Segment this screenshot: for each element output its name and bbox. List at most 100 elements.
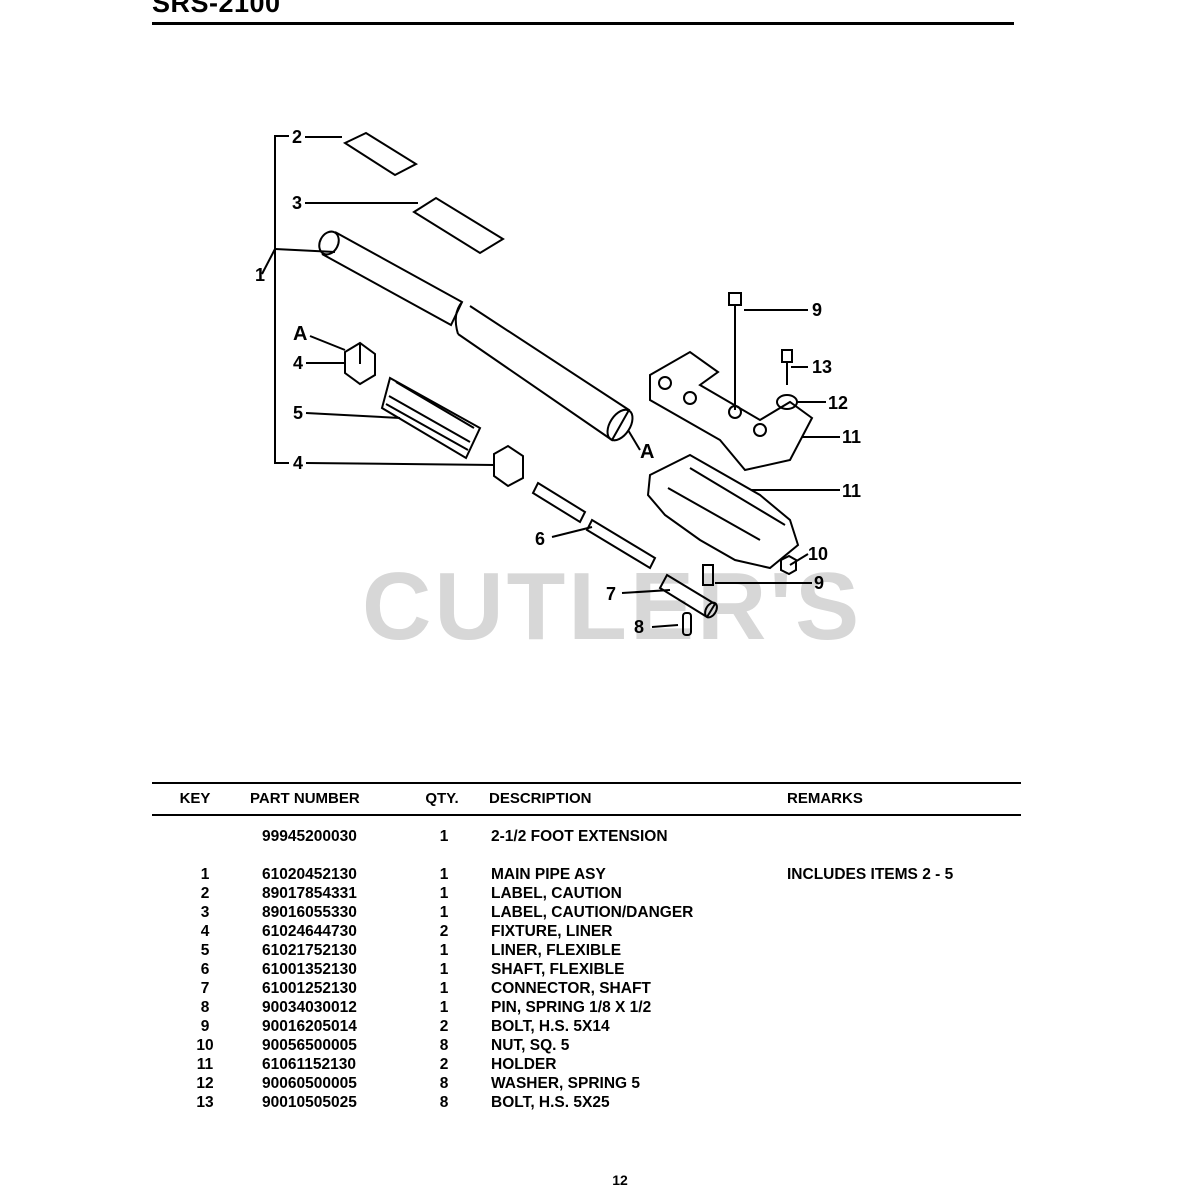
callout-4-top: 4: [293, 353, 303, 373]
part-qty: 1: [439, 904, 449, 921]
part-description: NUT, SQ. 5: [491, 1037, 570, 1054]
part-key: 2: [200, 885, 210, 902]
callout-13: 13: [812, 357, 832, 377]
part-key: 3: [200, 904, 210, 921]
callout-1: 1: [255, 265, 265, 285]
part-number: 90060500005: [262, 1075, 357, 1092]
part-key: 5: [200, 942, 210, 959]
watermark: CUTLER'S: [362, 553, 863, 660]
part-description: LINER, FLEXIBLE: [491, 942, 622, 959]
part-description: LABEL, CAUTION/DANGER: [491, 904, 694, 921]
callout-9-bottom: 9: [814, 573, 824, 593]
assembly-part-number: 99945200030: [262, 828, 357, 845]
callout-8: 8: [634, 617, 644, 637]
main-pipe-lower: [457, 305, 631, 442]
main-pipe-upper: [321, 231, 464, 327]
flexible-shaft-upper: [531, 481, 587, 524]
callout-10: 10: [808, 544, 828, 564]
part-qty: 1: [439, 980, 449, 997]
part-key: 6: [200, 961, 210, 978]
part-qty: 1: [439, 961, 449, 978]
part-key: 10: [196, 1037, 214, 1054]
part-qty: 1: [439, 866, 449, 883]
col-desc-header: DESCRIPTION: [489, 790, 592, 807]
part-number: 61024644730: [262, 923, 357, 940]
fixture-liner-bottom: [493, 444, 524, 488]
part-key: 4: [200, 923, 210, 940]
bolt-13-head: [781, 349, 793, 363]
callout-7: 7: [606, 584, 616, 604]
part-description: MAIN PIPE ASY: [491, 866, 606, 883]
assembly-qty: 1: [439, 828, 449, 845]
liner-flexible: [380, 376, 482, 460]
model-title: SRS-2100: [152, 0, 281, 18]
spring-washer: [776, 394, 798, 410]
callout-A-top: A: [293, 323, 307, 345]
bracket-tick-1: [261, 248, 276, 275]
part-key: 9: [200, 1018, 210, 1035]
part-key: 1: [200, 866, 210, 883]
part-number: 89017854331: [262, 885, 357, 902]
part-qty: 1: [439, 942, 449, 959]
part-qty: 2: [439, 1018, 449, 1035]
part-number: 90016205014: [262, 1018, 357, 1035]
exploded-parts-diagram: 2 3 1 A 4 5 4 A 6 7 8 9 13 12 11 11 10 9: [255, 127, 861, 637]
part-qty: 8: [439, 1094, 449, 1111]
callout-A-pipe: A: [640, 441, 654, 463]
shaft-connector: [658, 573, 717, 619]
part-number: 90056500005: [262, 1037, 357, 1054]
part-key: 11: [196, 1056, 214, 1073]
bolt-9-head: [728, 292, 742, 306]
part-description: LABEL, CAUTION: [491, 885, 622, 902]
callout-12: 12: [828, 393, 848, 413]
part-number: 90034030012: [262, 999, 357, 1016]
part-number: 61021752130: [262, 942, 357, 959]
col-part-header: PART NUMBER: [250, 790, 360, 807]
part-number: 89016055330: [262, 904, 357, 921]
part-description: SHAFT, FLEXIBLE: [491, 961, 625, 978]
part-key: 13: [196, 1094, 214, 1111]
callout-4-bottom: 4: [293, 453, 303, 473]
part-qty: 2: [439, 923, 449, 940]
part-description: WASHER, SPRING 5: [491, 1075, 640, 1092]
holder-lower: [646, 453, 800, 570]
item-bracket: [274, 135, 289, 464]
part-number: 61061152130: [262, 1056, 356, 1073]
table-rule-header: [152, 814, 1021, 816]
title-rule: [152, 22, 1014, 25]
part-remarks: INCLUDES ITEMS 2 - 5: [787, 866, 954, 883]
part-qty: 1: [439, 885, 449, 902]
callout-11-upper: 11: [842, 427, 861, 447]
table-rule-top: [152, 782, 1021, 784]
part-qty: 8: [439, 1075, 449, 1092]
part-description: HOLDER: [491, 1056, 557, 1073]
spring-pin: [682, 612, 692, 636]
part-number: 61001252130: [262, 980, 357, 997]
part-number: 90010505025: [262, 1094, 357, 1111]
assembly-description: 2-1/2 FOOT EXTENSION: [491, 828, 668, 845]
part-number: 61020452130: [262, 866, 357, 883]
callout-9-top: 9: [812, 300, 822, 320]
part-key: 12: [196, 1075, 214, 1092]
part-description: BOLT, H.S. 5X25: [491, 1094, 610, 1111]
flexible-shaft-lower: [585, 518, 657, 570]
bolt-9-lower: [702, 564, 714, 586]
col-key-header: KEY: [179, 790, 211, 807]
callout-2: 2: [292, 127, 302, 147]
part-key: 7: [200, 980, 210, 997]
page-number: 12: [612, 1172, 628, 1188]
label-caution-part: [342, 131, 419, 177]
holder-upper: [649, 350, 814, 472]
callout-11-lower: 11: [842, 481, 861, 501]
callout-5: 5: [293, 403, 303, 423]
callout-3: 3: [292, 193, 302, 213]
square-nut: [780, 554, 797, 576]
col-qty-header: QTY.: [425, 790, 459, 807]
part-key: 8: [200, 999, 210, 1016]
part-description: CONNECTOR, SHAFT: [491, 980, 651, 997]
part-qty: 8: [439, 1037, 449, 1054]
part-qty: 1: [439, 999, 449, 1016]
col-remarks-header: REMARKS: [787, 790, 863, 807]
part-description: FIXTURE, LINER: [491, 923, 613, 940]
callout-6: 6: [535, 529, 545, 549]
